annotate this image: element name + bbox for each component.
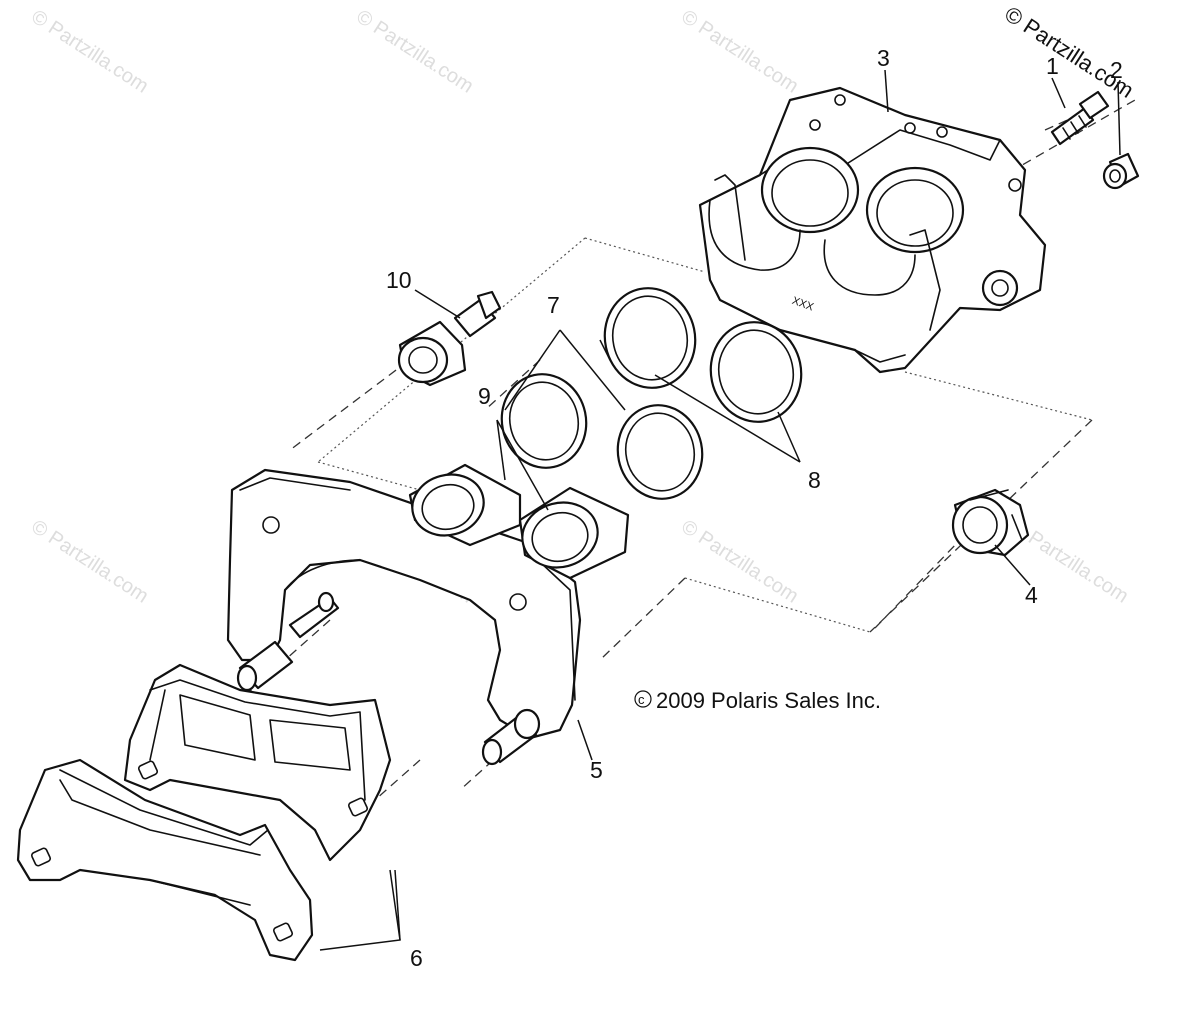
callout-8: 8 bbox=[808, 467, 821, 493]
bushing-4 bbox=[951, 488, 1030, 557]
callouts: 1 2 3 4 5 6 7 8 9 10 bbox=[386, 45, 1123, 971]
copyright-notice: c 2009 Polaris Sales Inc. bbox=[634, 688, 881, 713]
seal-7-upper bbox=[500, 373, 588, 469]
callout-1: 1 bbox=[1046, 53, 1059, 79]
callout-6: 6 bbox=[410, 945, 423, 971]
callout-2: 2 bbox=[1110, 57, 1123, 83]
seal-8-upper bbox=[603, 287, 697, 389]
callout-9: 9 bbox=[478, 383, 491, 409]
callout-4: 4 bbox=[1025, 582, 1038, 608]
bleeder-screw bbox=[1050, 90, 1110, 146]
bushing-10 bbox=[397, 290, 502, 387]
bleeder-cap bbox=[1102, 152, 1140, 190]
watermark-tile: © Partzilla.com bbox=[677, 516, 802, 608]
watermark-tile: © Partzilla.com bbox=[677, 6, 802, 98]
callout-10: 10 bbox=[386, 267, 412, 293]
leader-lines bbox=[319, 69, 1121, 951]
copyright-text: 2009 Polaris Sales Inc. bbox=[656, 688, 881, 713]
callout-3: 3 bbox=[877, 45, 890, 71]
guide-pin-upper bbox=[236, 591, 340, 692]
brake-pad-outer bbox=[16, 758, 314, 962]
watermark-tile: © Partzilla.com bbox=[352, 6, 477, 98]
callout-5: 5 bbox=[590, 757, 603, 783]
watermark-tile: © Partzilla.com bbox=[27, 6, 152, 98]
brake-pad-inner bbox=[123, 663, 392, 862]
caliper-body: XXX bbox=[698, 86, 1047, 374]
copyright-symbol: c bbox=[638, 692, 645, 707]
piston-lower bbox=[518, 486, 630, 580]
piston-upper bbox=[408, 463, 522, 547]
guide-pin-lower bbox=[481, 708, 541, 766]
seal-7-lower bbox=[616, 404, 704, 500]
callout-7: 7 bbox=[547, 292, 560, 318]
watermark-tile: © Partzilla.com bbox=[27, 516, 152, 608]
seal-8-lower bbox=[709, 321, 803, 423]
